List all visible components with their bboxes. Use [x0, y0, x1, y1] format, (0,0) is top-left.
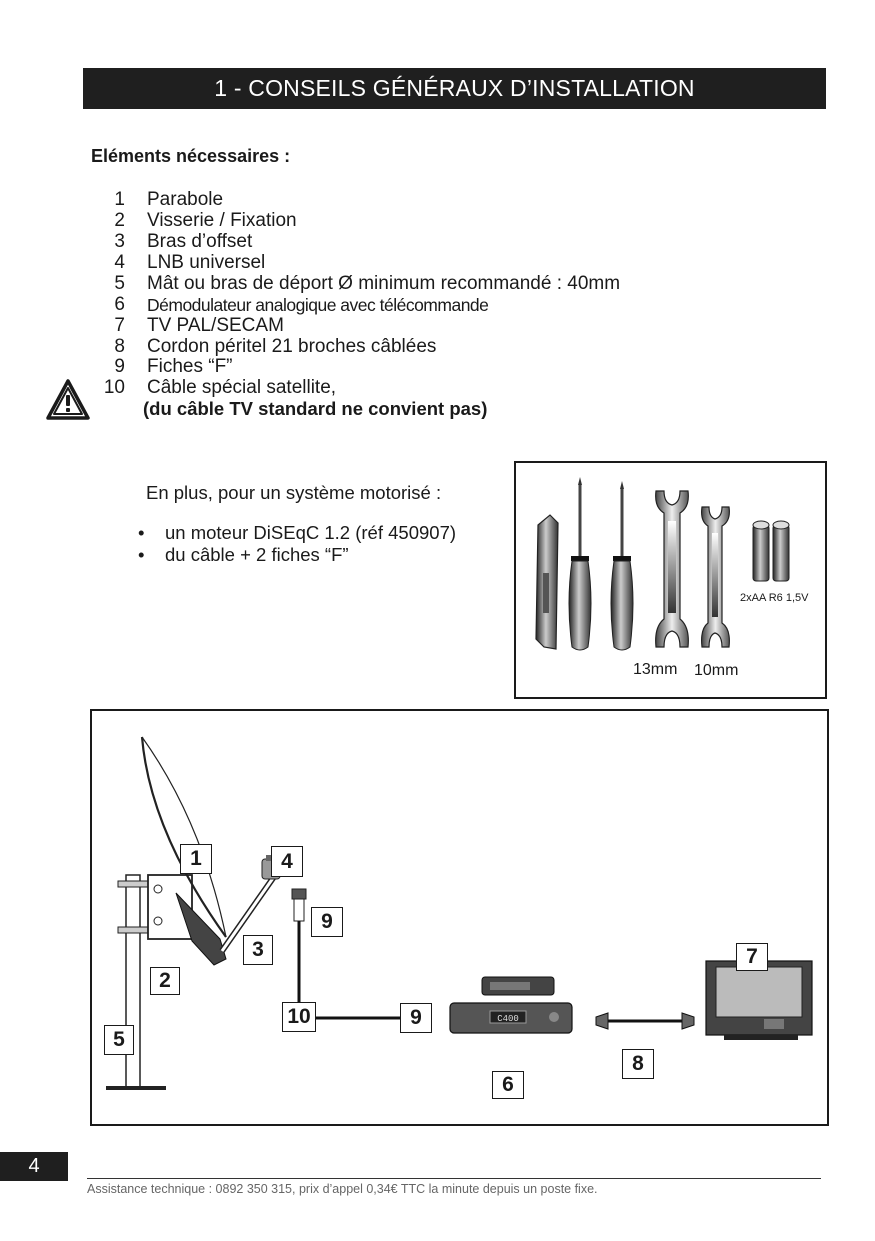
- page-title: 1 - CONSEILS GÉNÉRAUX D’INSTALLATION: [214, 75, 695, 101]
- diagram-label-receiver: 6: [492, 1071, 524, 1099]
- wrench-13-label: 13mm: [633, 661, 678, 678]
- footer-divider: [87, 1178, 821, 1179]
- remote-control-icon: [481, 976, 555, 996]
- diagram-label-cable: 10: [282, 1002, 316, 1032]
- tools-illustration: [535, 477, 790, 651]
- section-title-bar: 1 - CONSEILS GÉNÉRAUX D’INSTALLATION: [83, 68, 826, 109]
- receiver-display: C400: [497, 1014, 519, 1024]
- page-number: 4: [0, 1152, 68, 1181]
- diagram-label-f-connector-lnb: 9: [311, 907, 343, 937]
- screwdriver-icon: [610, 481, 634, 651]
- f-connector-icon: [291, 888, 307, 922]
- satellite-dish-icon: [140, 736, 227, 966]
- footer-text: Assistance technique : 0892 350 315, pri…: [87, 1182, 598, 1196]
- cable-warning-note: (du câble TV standard ne convient pas): [143, 398, 488, 419]
- installation-diagram-box: C400 1 2 3 4 5 6 7 8 9 9 10: [90, 709, 829, 1126]
- motorized-intro: En plus, pour un système motorisé :: [146, 482, 442, 503]
- diagram-label-bracket: 2: [150, 967, 180, 995]
- installation-diagram: C400: [106, 736, 813, 1090]
- tv-icon: [705, 960, 813, 1040]
- battery-icon: [772, 520, 790, 582]
- diagram-label-lnb: 4: [271, 846, 303, 877]
- battery-icon: [752, 520, 770, 582]
- tools-illustration-box: 2xAA R6 1,5V 13mm 10mm: [514, 461, 827, 699]
- diagram-label-tv: 7: [736, 943, 768, 971]
- list-item: •un moteur DiSEqC 1.2 (réf 450907): [138, 522, 457, 543]
- diagram-label-offset-arm: 3: [243, 935, 273, 965]
- scart-cable-icon: [595, 1012, 695, 1030]
- wrench-10-label: 10mm: [694, 662, 739, 679]
- battery-label: 2xAA R6 1,5V: [740, 592, 809, 604]
- receiver-icon: C400: [449, 1002, 573, 1034]
- diagram-label-dish: 1: [180, 844, 212, 874]
- diagram-label-scart: 8: [622, 1049, 654, 1079]
- required-items-heading: Eléments nécessaires :: [91, 146, 291, 166]
- diagram-label-mast: 5: [104, 1025, 134, 1055]
- screwdriver-icon: [568, 477, 592, 651]
- diagram-label-f-connector-receiver: 9: [400, 1003, 432, 1033]
- wrench-icon: [701, 506, 730, 648]
- wrench-icon: [655, 490, 689, 648]
- cutter-icon: [535, 514, 559, 650]
- offset-arm-icon: [219, 869, 281, 953]
- list-item: •du câble + 2 fiches “F”: [138, 544, 349, 565]
- warning-triangle-icon: [46, 379, 90, 420]
